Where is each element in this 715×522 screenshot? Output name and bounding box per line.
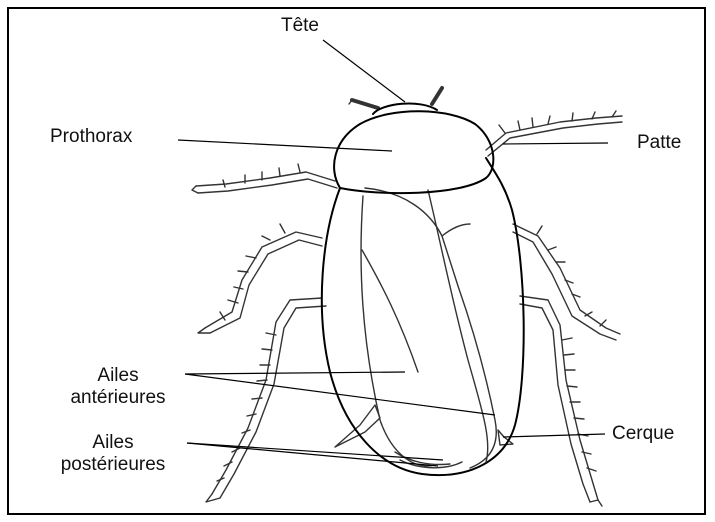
label-ailes-anterieures-line2: antérieures <box>60 387 176 409</box>
label-prothorax: Prothorax <box>50 126 132 148</box>
pronotum <box>334 111 493 193</box>
hind-legs <box>206 296 602 506</box>
label-cerque: Cerque <box>612 423 674 445</box>
wing-veins <box>361 188 496 468</box>
wings-outline <box>322 158 524 475</box>
label-ailes-posterieures-line1: Ailes <box>46 432 180 454</box>
label-ailes-anterieures: Ailes antérieures <box>60 365 176 409</box>
label-patte: Patte <box>637 132 681 154</box>
label-ailes-posterieures-line2: postérieures <box>46 454 180 476</box>
label-ailes-posterieures: Ailes postérieures <box>46 432 180 476</box>
label-tete: Tête <box>270 15 330 37</box>
label-ailes-anterieures-line1: Ailes <box>60 365 176 387</box>
front-legs <box>192 111 622 193</box>
cerci <box>335 405 380 447</box>
middle-legs <box>198 224 620 340</box>
